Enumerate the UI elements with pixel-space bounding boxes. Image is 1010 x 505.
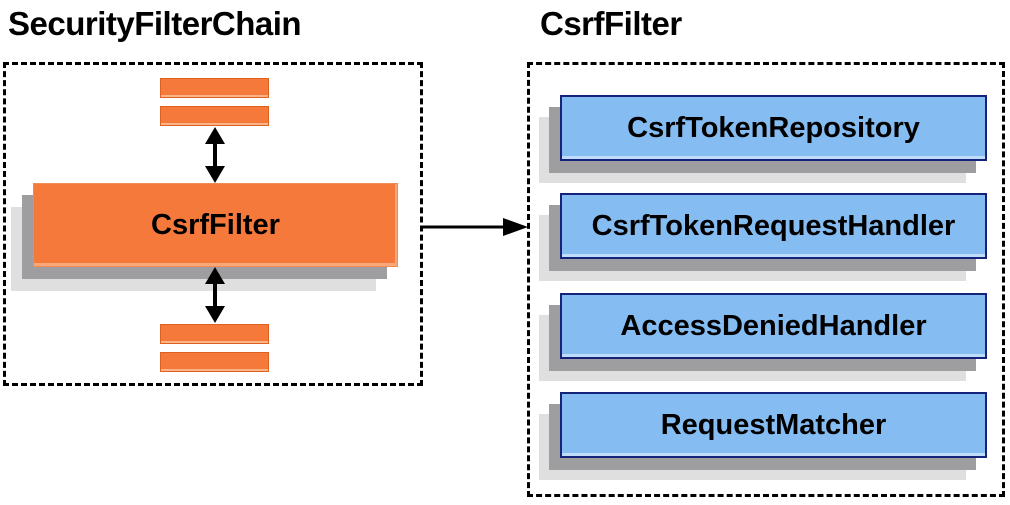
double-arrow-vertical-icon: [205, 127, 225, 183]
csrf-filter-node-label: CsrfFilter: [151, 208, 280, 241]
csrf-filter-node: CsrfFilter: [33, 183, 398, 267]
filter-placeholder-bar: [160, 352, 269, 372]
component-box-csrf-token-request-handler: CsrfTokenRequestHandler: [560, 193, 987, 259]
filter-placeholder-bar: [160, 106, 269, 126]
security-filter-chain-panel: [3, 62, 423, 386]
component-label: CsrfTokenRepository: [627, 111, 920, 144]
component-box-csrf-token-repository: CsrfTokenRepository: [560, 95, 987, 161]
double-arrow-vertical-icon: [205, 267, 225, 323]
left-panel-title: SecurityFilterChain: [8, 5, 302, 42]
arrow-right-icon: [423, 218, 528, 236]
component-label: CsrfTokenRequestHandler: [591, 209, 956, 242]
component-box-access-denied-handler: AccessDeniedHandler: [560, 293, 987, 359]
component-box-request-matcher: RequestMatcher: [560, 392, 987, 458]
right-panel-title: CsrfFilter: [540, 5, 682, 42]
component-label: RequestMatcher: [660, 408, 887, 441]
component-label: AccessDeniedHandler: [620, 309, 927, 342]
filter-placeholder-bar: [160, 324, 269, 344]
filter-placeholder-bar: [160, 78, 269, 98]
csrf-filter-panel: [527, 62, 1005, 497]
